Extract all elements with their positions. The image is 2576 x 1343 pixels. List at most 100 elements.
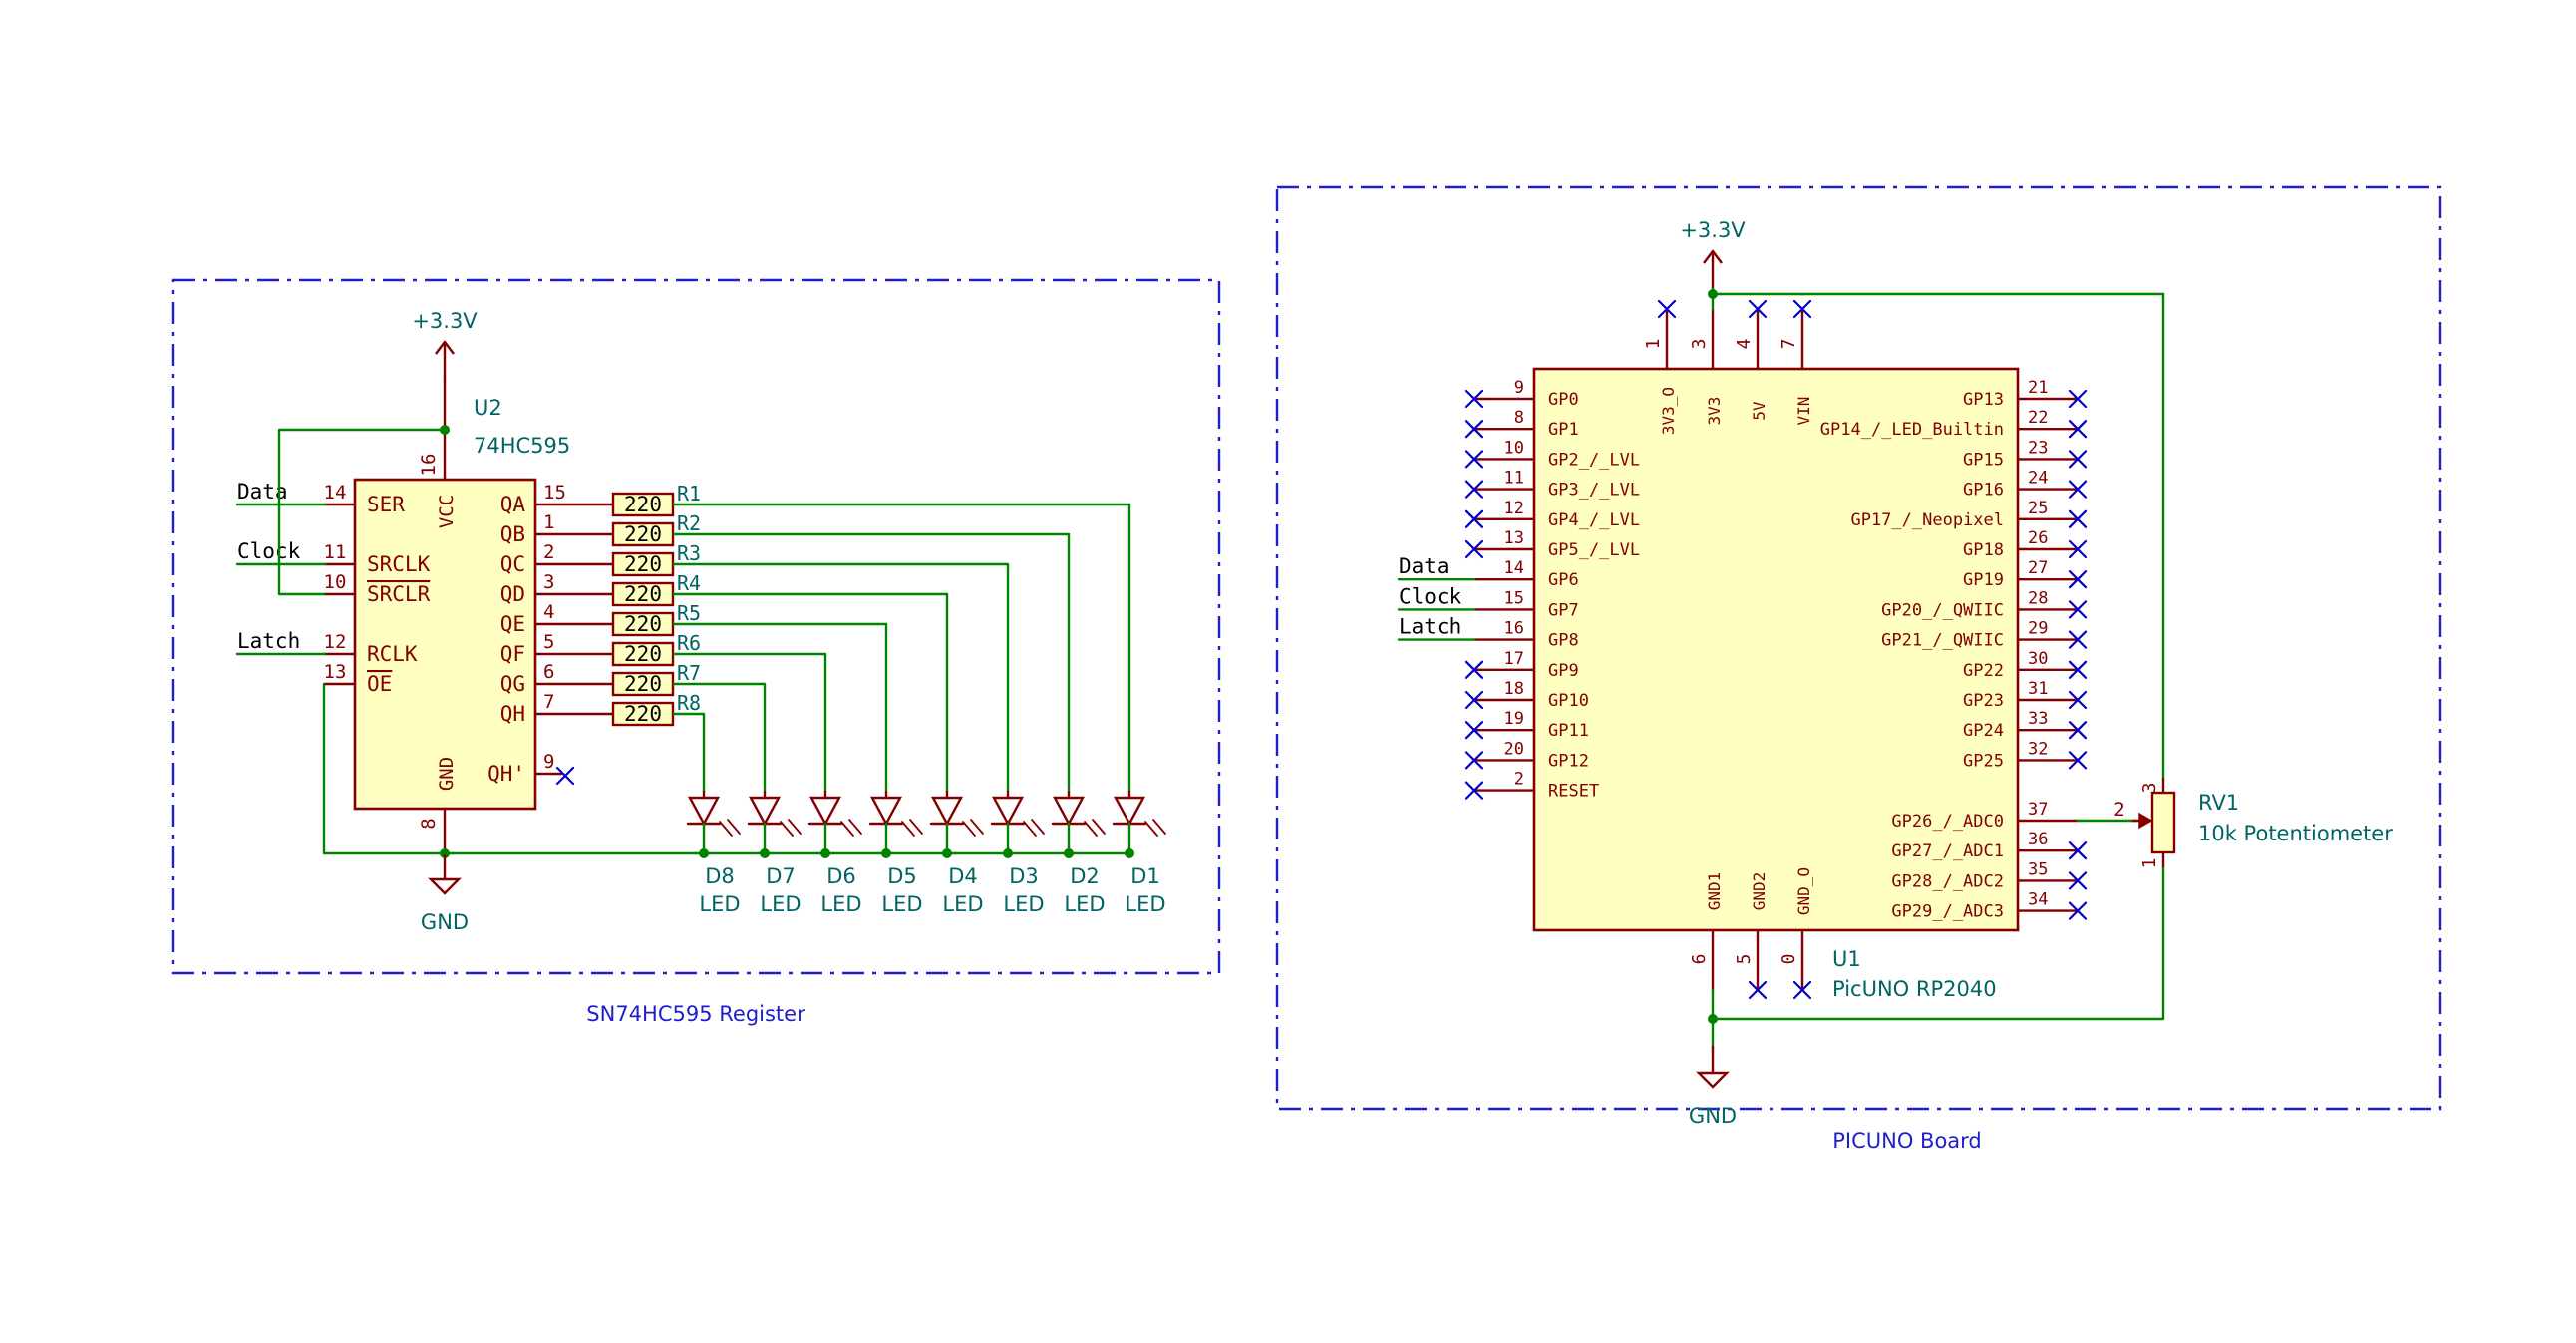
pin-name: QD [500, 582, 525, 606]
net-oe-gnd [322, 682, 445, 855]
led-light-arrow-icon [901, 821, 915, 837]
net-led-d5 [673, 622, 888, 792]
led-light-arrow-icon [1023, 821, 1037, 837]
resistor-value: 220 [624, 552, 662, 576]
ground-label: GND [421, 910, 469, 934]
pin-name: GP3_/_LVL [1548, 481, 1640, 501]
pin-name: GP16 [1963, 481, 2004, 501]
led-light-arrow-icon [727, 819, 741, 835]
power-label: +3.3V [1680, 218, 1746, 242]
no-connect-icon [1464, 420, 1484, 439]
pin-name: GP22 [1963, 661, 2004, 681]
no-connect-icon [2068, 690, 2088, 710]
resistor-value: 220 [624, 522, 662, 546]
led-value: LED [881, 892, 922, 916]
pin-number: 10 [1504, 438, 1524, 458]
pin-number: 18 [1504, 679, 1524, 699]
resistor-ref: R2 [677, 511, 701, 535]
no-connect-icon [1657, 299, 1677, 319]
no-connect-icon [1464, 450, 1484, 469]
no-connect-icon [1464, 721, 1484, 740]
pin-name: GP25 [1963, 751, 2004, 771]
pin-number: 21 [2028, 378, 2048, 398]
pin-number: 36 [2028, 830, 2048, 849]
led-light-arrow-icon [909, 819, 923, 835]
resistor-ref: R3 [677, 541, 701, 565]
pin-number: 12 [324, 631, 347, 653]
pin-name: GP20_/_QWIIC [1881, 600, 2004, 620]
led-value: LED [760, 892, 801, 916]
ground-symbol-icon [1696, 1071, 1730, 1089]
led-light-arrow-icon [840, 821, 854, 837]
net-label-clock: Clock [237, 539, 301, 563]
net-label-latch: Latch [1399, 615, 1461, 639]
pin-number: 28 [2028, 588, 2048, 608]
pin-number: 29 [2028, 619, 2048, 639]
pin-name: SRCLK [367, 552, 431, 576]
pin-name: 5V [1750, 401, 1769, 421]
pin-number: 30 [2028, 649, 2048, 669]
pot-value: 10k Potentiometer [2198, 822, 2393, 845]
net-label-data: Data [1399, 554, 1449, 578]
led-light-arrow-icon [848, 819, 862, 835]
ic-ref-u1: U1 [1832, 947, 1861, 971]
pin-number: 8 [1514, 408, 1524, 428]
pin-name: OE [367, 672, 392, 696]
pin-number: 3 [2139, 783, 2160, 794]
pin-name: QE [500, 612, 525, 636]
net-label-clock: Clock [1399, 584, 1462, 608]
power-label: +3.3V [412, 309, 478, 333]
frame-right [1275, 185, 2442, 1111]
no-connect-icon [1748, 299, 1768, 319]
pin-number: 3 [543, 571, 554, 593]
pin-name: GP2_/_LVL [1548, 450, 1640, 470]
pin-name: QG [500, 672, 525, 696]
resistor-ref: R4 [677, 571, 701, 595]
no-connect-icon [1464, 690, 1484, 710]
pin-number: 5 [1734, 954, 1755, 965]
led-icon [808, 796, 842, 827]
no-connect-icon [2068, 660, 2088, 679]
led-ref: D5 [887, 864, 917, 888]
pin-name: GP0 [1548, 390, 1579, 410]
pin-name: QH [500, 702, 525, 726]
pin-number: 2 [543, 541, 554, 563]
pin-name: GP12 [1548, 751, 1589, 771]
led-light-arrow-icon [1084, 821, 1098, 837]
no-connect-icon [1464, 539, 1484, 559]
pin-number: 1 [543, 511, 554, 533]
pin-number: 14 [324, 482, 347, 504]
pin-name: GP17_/_Neopixel [1850, 510, 2004, 530]
led-icon [1052, 796, 1086, 827]
led-icon [869, 796, 903, 827]
pin-number: 13 [324, 661, 347, 683]
led-light-arrow-icon [1144, 821, 1158, 837]
pin-name: GP19 [1963, 570, 2004, 590]
no-connect-icon [2068, 751, 2088, 770]
pin-name: 3V3_O [1659, 387, 1678, 435]
pin-number: 4 [1734, 339, 1755, 350]
led-value: LED [942, 892, 983, 916]
pin-name: VCC [436, 495, 458, 528]
pin-number: 16 [418, 454, 440, 477]
pin-name: RCLK [367, 642, 418, 666]
no-connect-icon [2068, 871, 2088, 890]
resistor-ref: R8 [677, 691, 701, 715]
pin-name: GND1 [1705, 872, 1724, 911]
no-connect-icon [1464, 781, 1484, 800]
pin-number: 2 [1514, 770, 1524, 790]
pin-name: GND2 [1750, 872, 1769, 911]
pin-number: 2 [2113, 799, 2124, 821]
no-connect-icon [2068, 901, 2088, 920]
pin-number: 3 [1689, 339, 1710, 350]
pin-number: 12 [1504, 499, 1524, 518]
resistor-ref: R5 [677, 601, 701, 625]
pin-number: 7 [543, 691, 554, 713]
no-connect-icon [2068, 600, 2088, 619]
net-led-d3 [673, 562, 1010, 792]
pin-number: 11 [1504, 469, 1524, 489]
pin-name: GP24 [1963, 721, 2004, 741]
power-symbol-icon [1703, 249, 1723, 264]
resistor-value: 220 [624, 702, 662, 726]
led-light-arrow-icon [1152, 819, 1166, 835]
